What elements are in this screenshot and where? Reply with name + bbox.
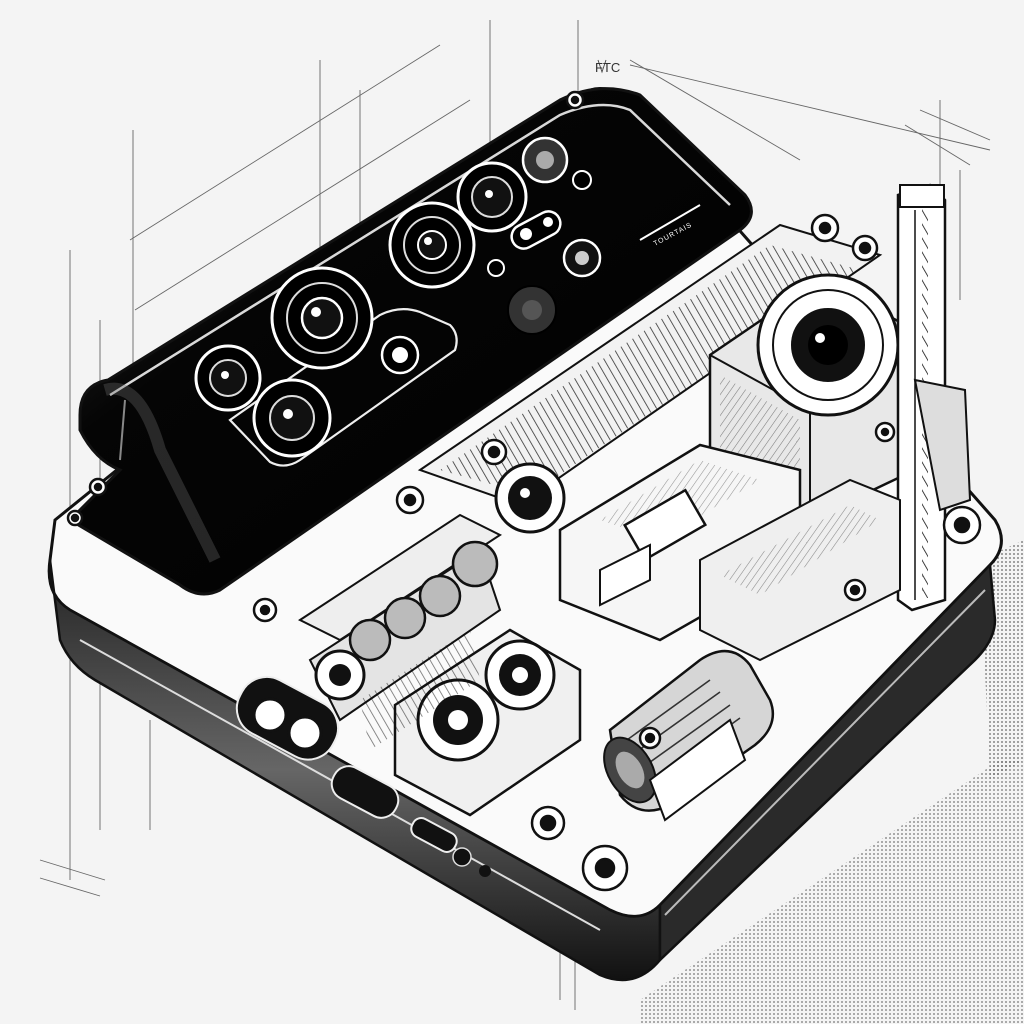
frame-screws — [66, 90, 982, 892]
volume-button — [235, 675, 340, 761]
lens-large — [270, 266, 374, 370]
speaker-right — [484, 639, 556, 711]
charging-port — [410, 817, 458, 853]
camera-housing — [708, 273, 917, 522]
proximity-sensor — [487, 259, 505, 277]
power-button — [330, 765, 400, 819]
internal-mechanics — [417, 183, 972, 822]
construction-lines — [39, 20, 991, 1010]
lens-top — [456, 161, 528, 233]
lens-lower — [252, 378, 332, 458]
clip-bracket — [622, 488, 708, 562]
lens-left — [194, 344, 262, 412]
corner-mark: FTC — [595, 60, 620, 75]
mic-hole — [572, 170, 592, 190]
lens-upper — [388, 201, 476, 289]
screen-lenses: TOURTAIS — [194, 136, 701, 458]
side-ports — [235, 675, 491, 877]
center-lens — [494, 462, 566, 534]
speaker-hole — [452, 847, 472, 867]
roller-cylinder — [603, 650, 775, 812]
module-row — [297, 513, 503, 750]
